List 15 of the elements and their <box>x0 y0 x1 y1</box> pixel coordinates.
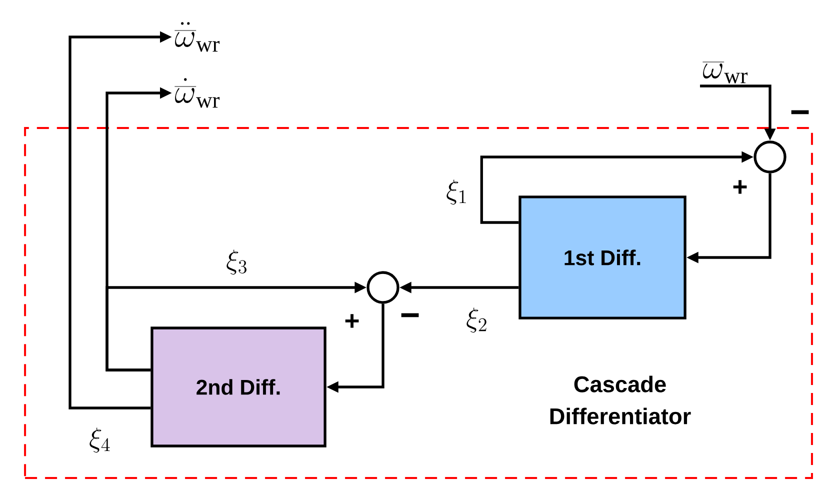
sign-label: − <box>401 313 419 318</box>
signal-label: $\overline{\omega}_{\mathrm{wr}}$ <box>702 62 748 84</box>
process-box: 1st Diff. <box>518 196 686 320</box>
signal-label: $\ddot{\overline{\omega}}_{\mathrm{wr}}$ <box>174 22 220 52</box>
sign-label: + <box>733 180 747 194</box>
summing-junction <box>754 140 786 174</box>
edge-label: $\xi_4$ <box>90 428 110 453</box>
sign-label: − <box>791 110 809 114</box>
process-box: 2nd Diff. <box>150 326 326 448</box>
signal-label: $\dot{\overline{\omega}}_{\mathrm{wr}}$ <box>174 78 220 108</box>
edge-label: $\xi_1$ <box>446 180 466 205</box>
edge-label: $\xi_2$ <box>466 308 486 333</box>
sign-label: + <box>345 314 359 328</box>
edge-label: $\xi_3$ <box>226 250 246 275</box>
summing-junction <box>366 271 400 304</box>
